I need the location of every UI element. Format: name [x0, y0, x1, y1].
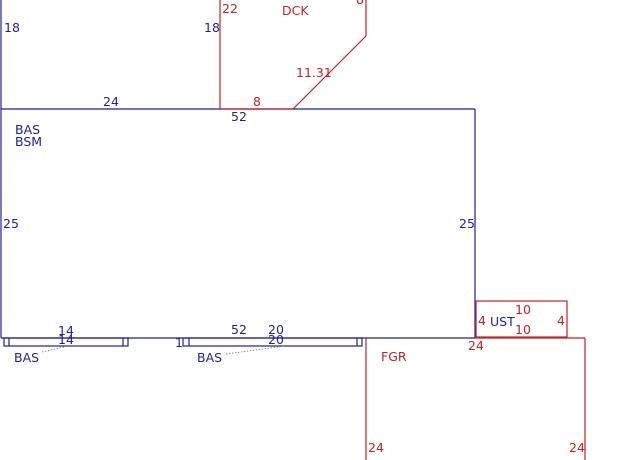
dim-label: 20 — [268, 332, 284, 347]
dim-label: 4 — [557, 313, 565, 328]
bas-small-left-leader — [41, 345, 69, 353]
bas-small-right-leader — [225, 345, 286, 355]
fgr-outline[interactable] — [365, 337, 586, 460]
area-label-ust: UST — [490, 314, 515, 329]
dim-label: 14 — [58, 323, 74, 338]
dim-label: 25 — [3, 216, 19, 231]
dck-outline[interactable] — [219, 0, 367, 110]
dim-label: 1 — [175, 335, 183, 350]
dim-label: 8 — [253, 94, 261, 109]
dim-label: 20 — [268, 322, 284, 337]
area-label-bsm: BSM — [15, 134, 42, 149]
dim-label: 18 — [4, 20, 20, 35]
dim-label: 52 — [231, 322, 247, 337]
dim-label: 11.31 — [296, 65, 332, 80]
dim-label: 10 — [515, 302, 531, 317]
dim-label: 24 — [103, 94, 119, 109]
dim-label: 22 — [222, 1, 238, 16]
dim-label: 25 — [459, 216, 475, 231]
dim-label: 8 — [356, 0, 364, 7]
dim-label: 10 — [515, 322, 531, 337]
ust-outline[interactable] — [475, 300, 568, 338]
area-label-dck: DCK — [282, 3, 309, 18]
dim-label: 24 — [368, 440, 384, 455]
dim-label: 4 — [478, 313, 486, 328]
dim-label: 24 — [569, 440, 585, 455]
area-label-bas-small-right: BAS — [197, 350, 222, 365]
area-label-bas-small-left: BAS — [14, 350, 39, 365]
dim-label: 24 — [468, 338, 484, 353]
dim-label: 18 — [204, 20, 220, 35]
bas-small-left-outline[interactable] — [3, 337, 129, 347]
bas-small-right-outline[interactable] — [182, 337, 363, 347]
area-label-fgr: FGR — [381, 349, 407, 364]
dim-label: 52 — [231, 109, 247, 124]
bas-main-outline[interactable] — [0, 0, 476, 339]
dim-label: 14 — [58, 332, 74, 347]
area-label-bas: BAS — [15, 122, 40, 137]
